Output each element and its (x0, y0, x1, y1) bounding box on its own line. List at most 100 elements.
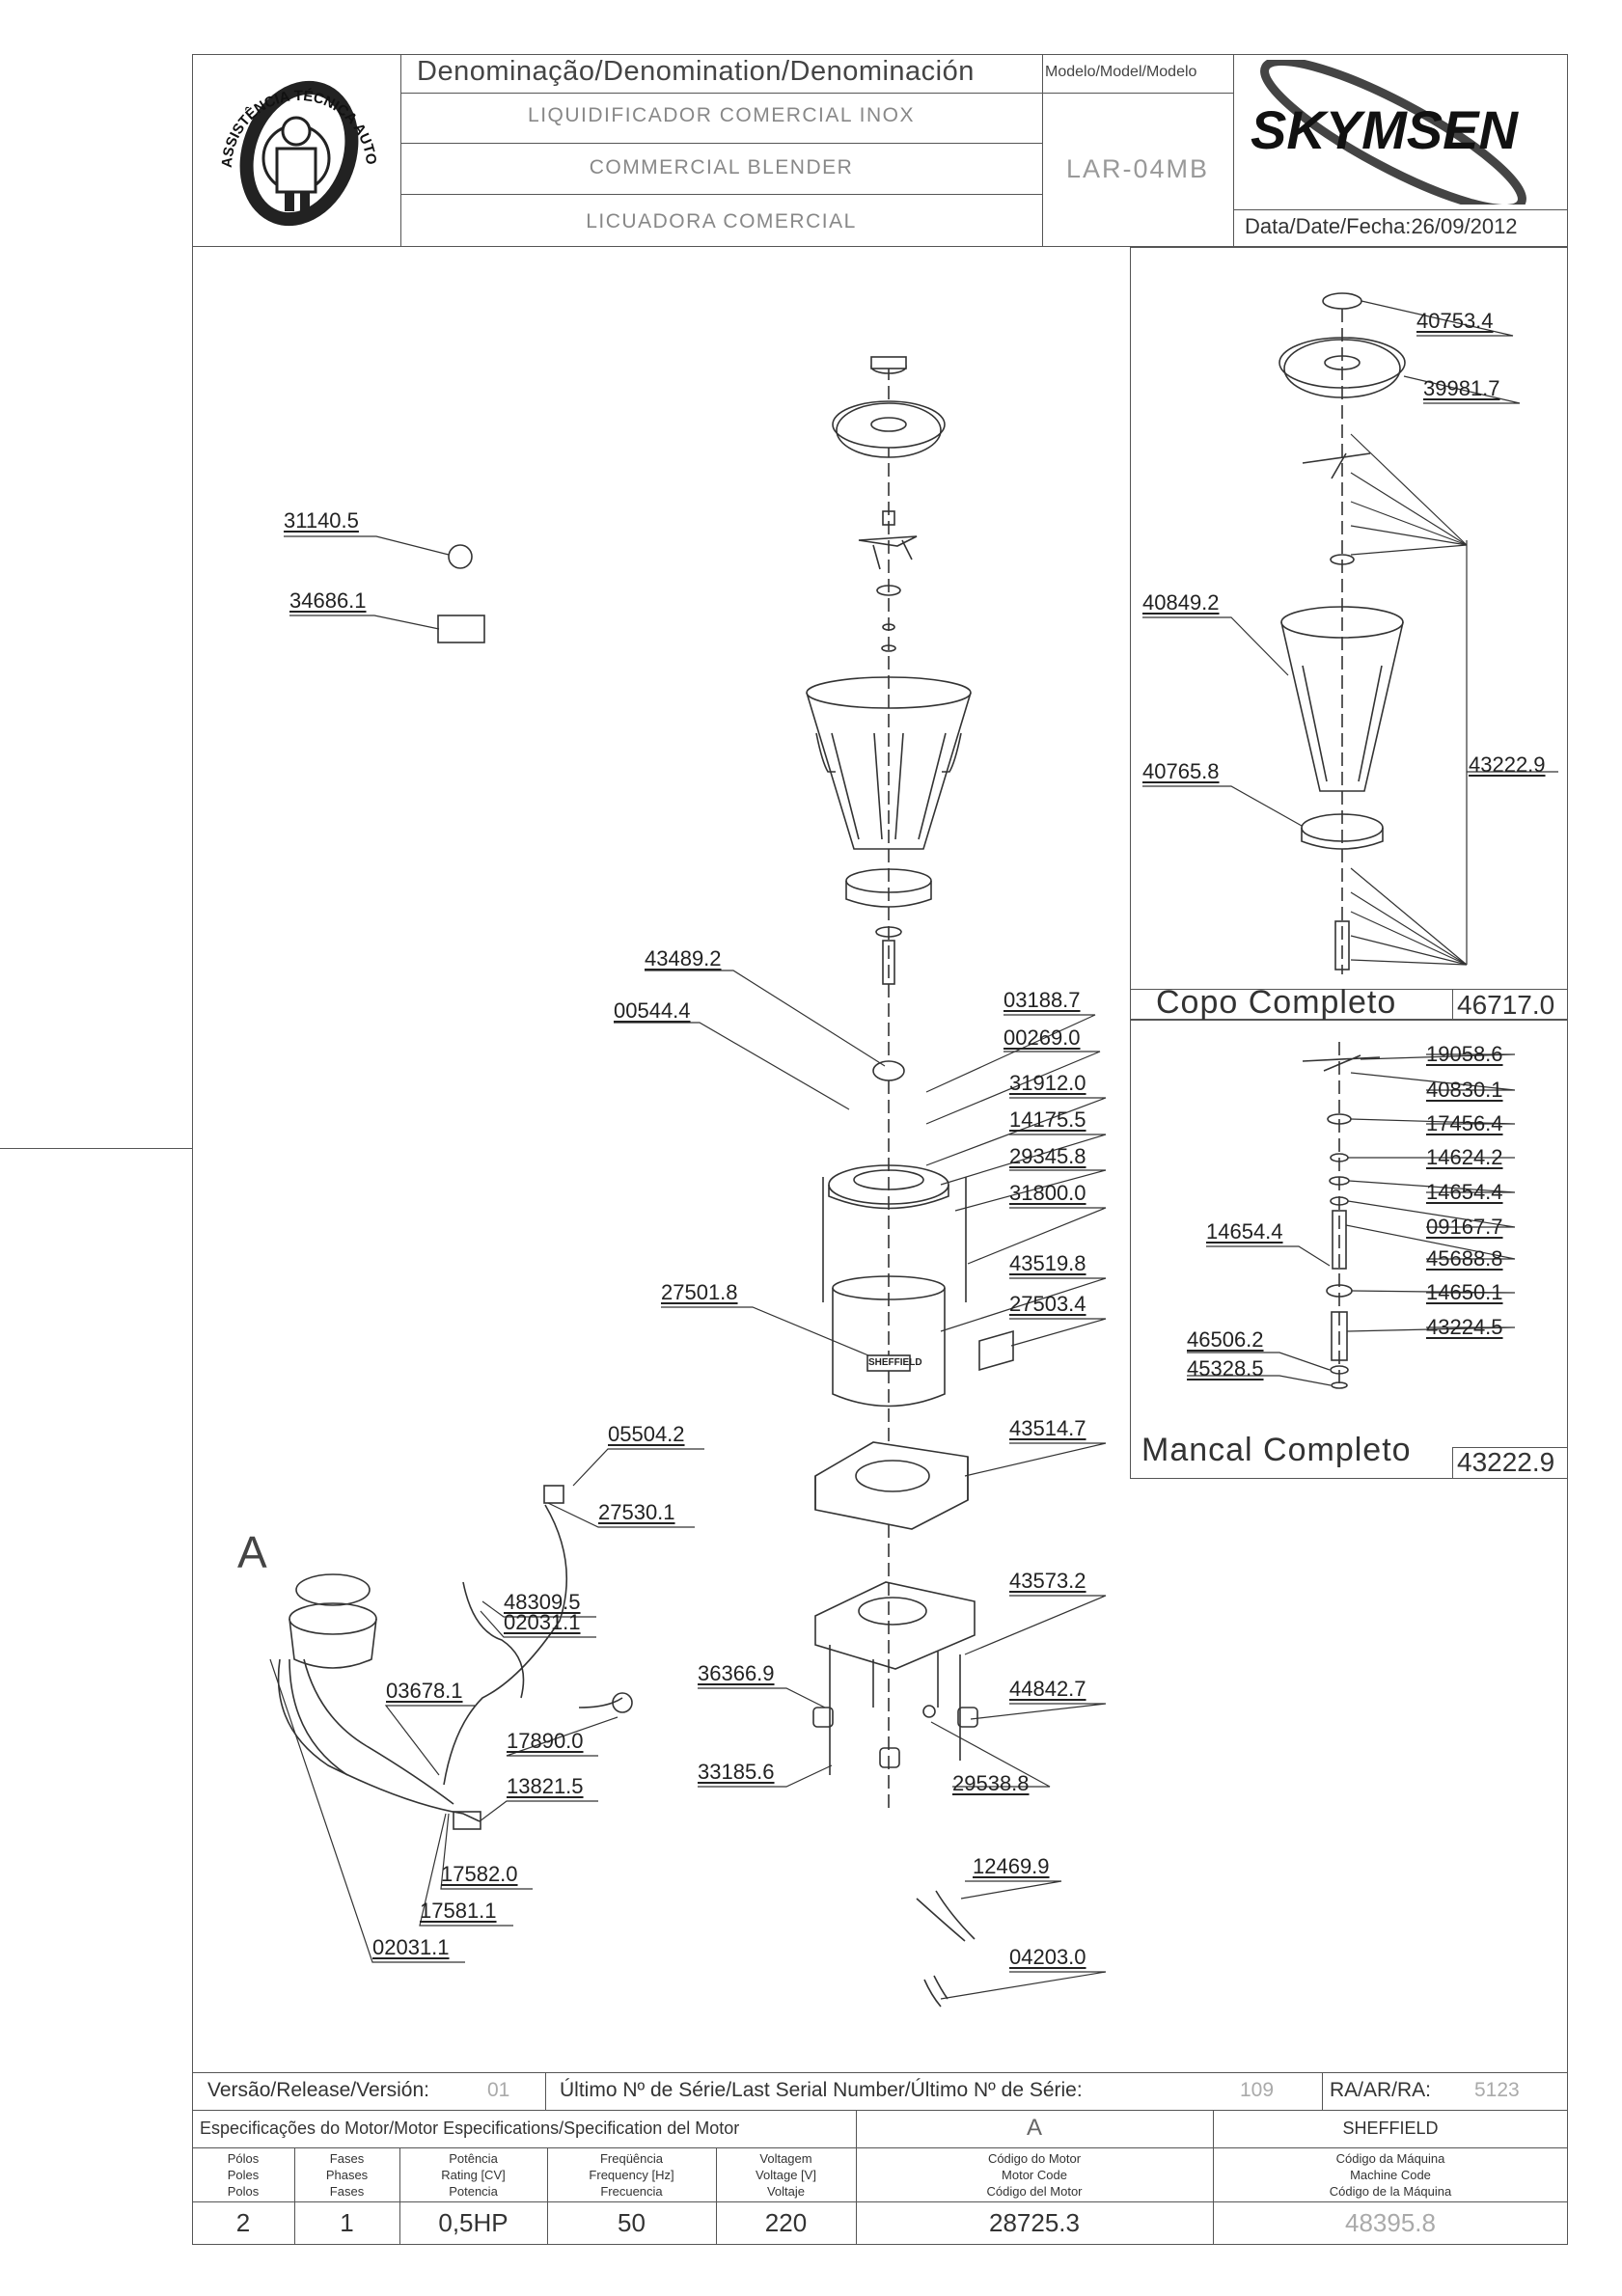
header-voltage: Voltagem Voltage [V] Voltaje (756, 2151, 816, 2199)
model-label: Modelo/Model/Modelo (1045, 64, 1197, 80)
brand-name: SKYMSEN (1251, 99, 1519, 160)
header-poles: Pólos Poles Polos (227, 2151, 260, 2199)
header-divider (400, 143, 1042, 144)
value-power: 0,5HP (438, 2208, 509, 2237)
wire-harness (277, 1658, 481, 1822)
footer-divider (1322, 2072, 1323, 2110)
denomination-label: Denominação/Denomination/Denominación (417, 56, 975, 87)
header-divider (400, 54, 401, 247)
part-36366-9: 36366.9 (698, 1661, 775, 1685)
part-43489-2: 43489.2 (645, 946, 722, 970)
part-17456-4: 17456.4 (1426, 1111, 1503, 1135)
mancal-blade (1302, 1054, 1381, 1072)
part-05504-2: 05504.2 (608, 1422, 685, 1446)
part-14654-4-right: 14654.4 (1426, 1180, 1503, 1204)
part-03188-7: 03188.7 (1003, 988, 1081, 1012)
part-09167-7: 09167.7 (1426, 1215, 1503, 1239)
motor-a (295, 1573, 371, 1606)
part-04203-0: 04203.0 (1009, 1945, 1086, 1969)
footer-divider (294, 2147, 295, 2245)
foot (957, 1707, 978, 1728)
footer-line (192, 2201, 1568, 2202)
part-31800-0: 31800.0 (1009, 1181, 1086, 1205)
part-40830-1: 40830.1 (1426, 1078, 1503, 1102)
model-code: LAR-04MB (1065, 154, 1210, 183)
mancal-title: Mancal Completo (1141, 1432, 1412, 1468)
copo-title-line (1130, 989, 1568, 990)
header-power: Potência Rating [CV] Potencia (441, 2151, 506, 2199)
footer-line (192, 2110, 1568, 2111)
header-divider (1042, 54, 1043, 247)
header-divider (400, 93, 1042, 94)
machine-name: SHEFFIELD (1342, 2118, 1439, 2138)
warning-sticker (978, 1329, 1014, 1372)
copo-lid-cap (1322, 292, 1362, 310)
header-frame (192, 54, 1568, 247)
ra-value: 5123 (1474, 2079, 1520, 2101)
mancal-panel (1130, 1020, 1568, 1479)
part-34686-1: 34686.1 (289, 588, 367, 613)
copo-code: 46717.0 (1457, 990, 1555, 1020)
footer-divider (399, 2147, 400, 2245)
footer-line (192, 2147, 1568, 2148)
footer-divider (716, 2147, 717, 2245)
header-divider (1233, 209, 1568, 210)
date-label-text: Data/Date/Fecha: (1245, 214, 1412, 238)
version-value: 01 (487, 2079, 510, 2101)
bottom-plate (814, 1581, 976, 1670)
sheffield-badge: SHEFFIELD (868, 1357, 922, 1368)
name-pt: LIQUIDIFICADOR COMERCIAL INOX (528, 104, 915, 126)
version-label: Versão/Release/Versión: (207, 2079, 429, 2101)
part-29345-8: 29345.8 (1009, 1144, 1086, 1168)
part-40849-2: 40849.2 (1142, 590, 1220, 615)
header-divider (400, 194, 1042, 195)
part-46506-2: 46506.2 (1187, 1327, 1264, 1352)
part-17890-0: 17890.0 (507, 1729, 584, 1753)
coupling (872, 1060, 905, 1081)
value-phases: 1 (340, 2208, 354, 2237)
leader-lines (269, 300, 1558, 2000)
footer-divider (1213, 2110, 1214, 2245)
part-19058-6: 19058.6 (1426, 1042, 1503, 1066)
part-12469-9: 12469.9 (973, 1854, 1050, 1878)
cable (916, 1890, 976, 1942)
value-machine-code: 48395.8 (1345, 2208, 1436, 2237)
part-44842-7: 44842.7 (1009, 1677, 1086, 1701)
foot (812, 1707, 834, 1728)
detail-a-label: A (237, 1527, 267, 1577)
footer-divider (545, 2072, 546, 2110)
plug (543, 1485, 564, 1504)
spring (922, 1705, 936, 1718)
part-31912-0: 31912.0 (1009, 1071, 1086, 1095)
part-40765-8: 40765.8 (1142, 759, 1220, 783)
part-02031-1-upper: 02031.1 (504, 1610, 581, 1634)
name-es: LICUADORA COMERCIAL (586, 210, 857, 232)
header-divider (1042, 93, 1233, 94)
part-27503-4: 27503.4 (1009, 1292, 1086, 1316)
header-motor-code: Código do Motor Motor Code Código del Mo… (986, 2151, 1083, 2199)
header-frequency: Freqüência Frequency [Hz] Frecuencia (589, 2151, 674, 2199)
value-frequency: 50 (618, 2208, 646, 2237)
part-43573-2: 43573.2 (1009, 1569, 1086, 1593)
header-phases: Fases Phases Fases (325, 2151, 369, 2199)
part-27530-1: 27530.1 (598, 1500, 675, 1524)
lid (832, 400, 946, 449)
part-14650-1: 14650.1 (1426, 1280, 1503, 1304)
part-17581-1: 17581.1 (420, 1899, 497, 1923)
part-45688-8: 45688.8 (1426, 1246, 1503, 1271)
blade (858, 535, 918, 570)
connector (612, 1692, 633, 1713)
part-14175-5: 14175.5 (1009, 1107, 1086, 1132)
date-label: Data/Date/Fecha:26/09/2012 (1245, 214, 1518, 239)
copo-lid (1278, 337, 1406, 389)
margin-line (0, 1148, 192, 1149)
part-13821-5: 13821.5 (507, 1774, 584, 1798)
motor-spec-label: Especificações do Motor/Motor Especifica… (200, 2118, 740, 2138)
ra-label: RA/AR/RA: (1330, 2079, 1432, 2101)
copo-blade (1302, 452, 1371, 479)
header-divider (1233, 54, 1234, 247)
part-43222-9: 43222.9 (1469, 752, 1546, 777)
part-29538-8: 29538.8 (952, 1771, 1030, 1795)
footer-divider (856, 2110, 857, 2245)
